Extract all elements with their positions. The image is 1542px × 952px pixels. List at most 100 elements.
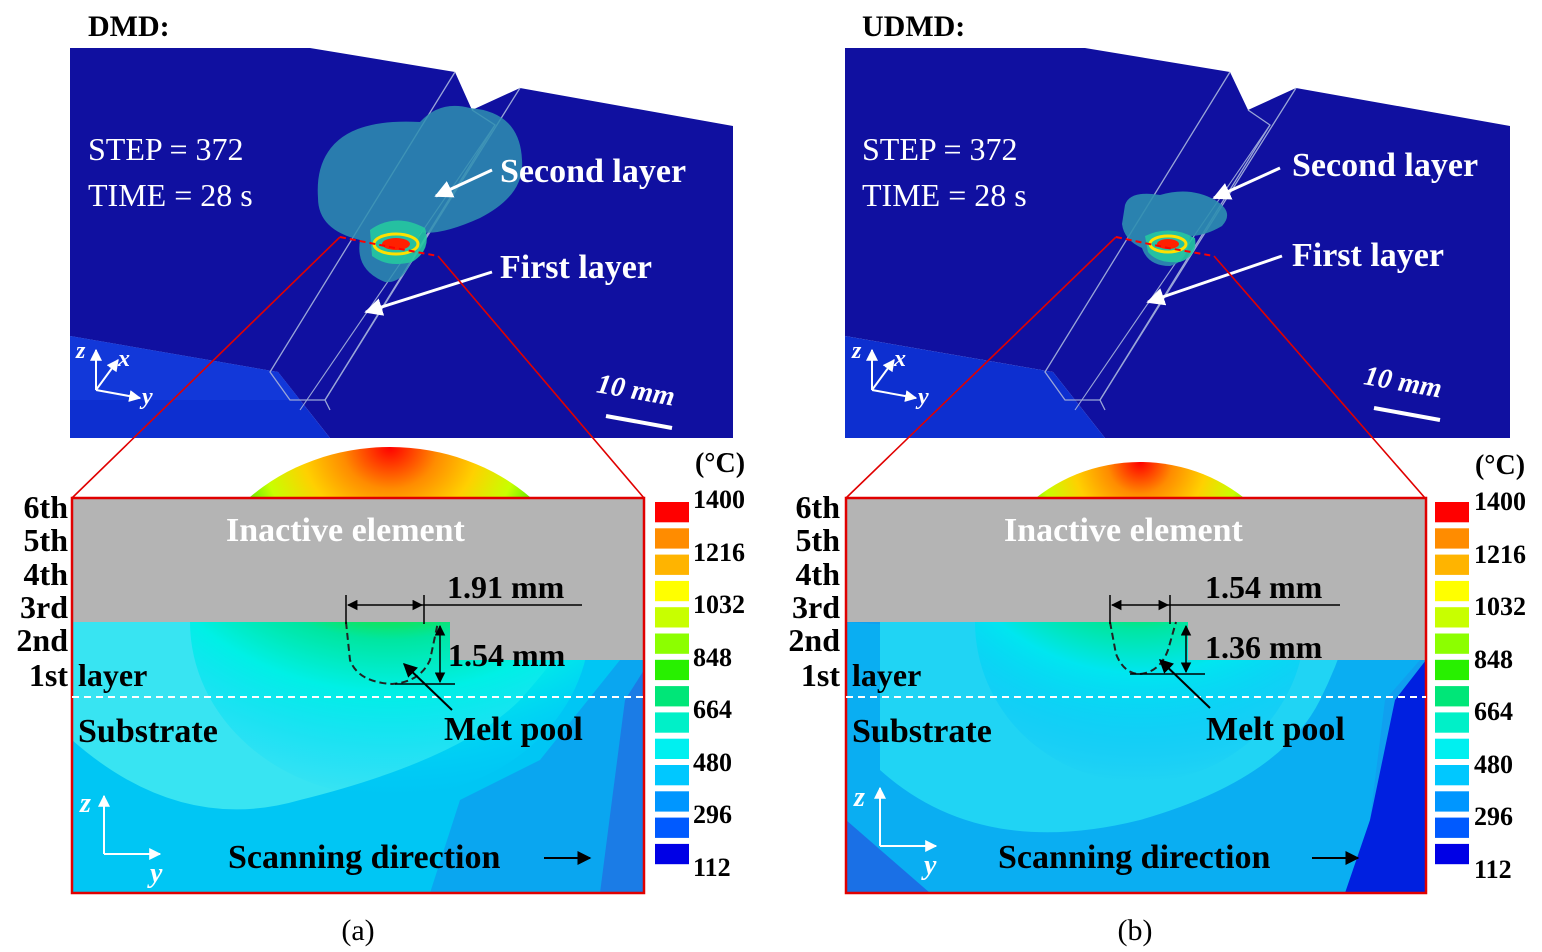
hot-spot bbox=[1157, 239, 1179, 249]
substrate-label: Substrate bbox=[78, 713, 218, 750]
legend-swatch bbox=[1435, 686, 1469, 707]
legend-swatch bbox=[1435, 791, 1469, 812]
cross-section: Inactive element 1.54 mm 1.36 mm Melt po… bbox=[844, 462, 1428, 895]
legend-value: 664 bbox=[1474, 697, 1513, 726]
second-layer-arrow bbox=[1212, 166, 1281, 200]
first-layer-arrow bbox=[1146, 254, 1283, 306]
first-layer-label: First layer bbox=[500, 249, 652, 286]
panel-caption: (a) bbox=[341, 914, 374, 947]
zoom-line-left bbox=[71, 236, 341, 499]
inactive-step-region bbox=[450, 622, 644, 660]
legend-swatch bbox=[1435, 659, 1469, 681]
legend-value: 848 bbox=[693, 643, 732, 672]
legend-swatch bbox=[1435, 633, 1469, 654]
panel-a: DMD: STEP = 372 TIME = 28 s Second layer… bbox=[16, 10, 733, 947]
legend-swatch bbox=[655, 580, 689, 602]
hot-spot bbox=[382, 238, 410, 250]
legend-swatch bbox=[655, 502, 689, 523]
substrate-front-face bbox=[70, 336, 300, 400]
second-layer-label: Second layer bbox=[500, 153, 686, 190]
legend-swatch bbox=[655, 817, 689, 838]
legend-value: 1032 bbox=[693, 590, 745, 619]
legend-value: 112 bbox=[1474, 855, 1512, 884]
legend-swatch bbox=[1435, 738, 1469, 759]
layer-label: 3rd bbox=[20, 589, 68, 625]
legend-swatch bbox=[655, 659, 689, 681]
legend-swatch bbox=[655, 765, 689, 786]
axis-z-label: z bbox=[79, 788, 91, 819]
legend-swatch bbox=[1435, 765, 1469, 786]
temperature-legend: (°C) 1400 1216 1032 848 664 480 296 112 bbox=[655, 448, 745, 882]
layer-label: 4th bbox=[796, 556, 841, 592]
melt-pool-label: Melt pool bbox=[1206, 711, 1345, 748]
section-border bbox=[844, 496, 1428, 895]
axis-z-label: z bbox=[851, 338, 862, 364]
legend-value: 296 bbox=[693, 800, 732, 829]
legend-value: 1400 bbox=[693, 485, 745, 514]
axis-z-label: z bbox=[853, 782, 865, 813]
zoom-line-left bbox=[845, 236, 1117, 499]
axes-3d-icon: z x y bbox=[75, 338, 153, 410]
step-text: STEP = 372 bbox=[862, 131, 1018, 167]
substrate-label: Substrate bbox=[852, 713, 992, 750]
panel-title: DMD: bbox=[88, 10, 170, 43]
legend-swatch bbox=[655, 554, 689, 575]
legend-swatch bbox=[1435, 607, 1469, 628]
layer-label: 6th bbox=[796, 489, 841, 525]
panel-title: UDMD: bbox=[862, 10, 965, 43]
legend-swatch bbox=[655, 528, 689, 549]
legend-unit: (°C) bbox=[1475, 450, 1525, 481]
layer-label: 2nd bbox=[16, 622, 68, 658]
melt-pool-label: Melt pool bbox=[444, 711, 583, 748]
layer-word-label: layer bbox=[78, 657, 147, 693]
legend-value: 1216 bbox=[693, 538, 745, 567]
first-layer-label: First layer bbox=[1292, 237, 1444, 274]
width-dimension: 1.91 mm bbox=[447, 569, 565, 605]
melt-pool-arrow bbox=[402, 663, 453, 711]
temperature-legend: (°C) 1400 1216 1032 848 664 480 296 112 bbox=[1435, 450, 1526, 884]
panel-b: UDMD: STEP = 372 TIME = 28 s Second laye… bbox=[788, 10, 1510, 947]
axis-y-label: y bbox=[921, 850, 937, 881]
legend-swatch bbox=[655, 738, 689, 759]
legend-swatch bbox=[655, 633, 689, 654]
axis-x-label: x bbox=[117, 346, 130, 372]
inactive-element-label: Inactive element bbox=[226, 512, 466, 549]
axes-2d-icon: z y bbox=[853, 782, 938, 881]
layer-labels: 6th 5th 4th 3rd 2nd 1st bbox=[788, 489, 840, 693]
legend-unit: (°C) bbox=[695, 448, 745, 479]
width-dimension: 1.54 mm bbox=[1205, 569, 1323, 605]
substrate-dark-right bbox=[1345, 660, 1426, 893]
layer-word-label: layer bbox=[852, 657, 921, 693]
legend-swatch bbox=[655, 843, 689, 865]
step-text: STEP = 372 bbox=[88, 131, 244, 167]
substrate-side-face bbox=[70, 336, 733, 438]
section-border bbox=[70, 496, 646, 895]
layer-label: 1st bbox=[801, 657, 840, 693]
scanning-direction-label: Scanning direction bbox=[998, 839, 1270, 876]
axis-x-label: x bbox=[893, 346, 906, 372]
legend-value: 1400 bbox=[1474, 487, 1526, 516]
substrate-blue-zone bbox=[430, 660, 644, 893]
zoom-region-dashed bbox=[339, 236, 439, 257]
layer-label: 6th bbox=[24, 489, 69, 525]
depth-dimension: 1.54 mm bbox=[448, 637, 566, 673]
substrate-side-face bbox=[845, 336, 1510, 438]
axis-y-label: y bbox=[139, 384, 153, 410]
inactive-step-region bbox=[1188, 622, 1426, 660]
scanning-direction-label: Scanning direction bbox=[228, 839, 500, 876]
model-3d-view: STEP = 372 TIME = 28 s Second layer Firs… bbox=[70, 48, 733, 438]
substrate-darkblue-left bbox=[846, 820, 930, 893]
legend-value: 480 bbox=[1474, 750, 1513, 779]
axis-y-label: y bbox=[915, 384, 929, 410]
legend-swatch bbox=[1435, 817, 1469, 838]
substrate-dark-zone bbox=[600, 670, 644, 893]
legend-value: 664 bbox=[693, 695, 732, 724]
first-layer-arrow bbox=[364, 270, 493, 316]
track-inner-line-2 bbox=[1074, 124, 1271, 411]
depth-dimension: 1.36 mm bbox=[1205, 629, 1323, 665]
layer-label: 5th bbox=[796, 522, 841, 558]
axes-2d-icon: z y bbox=[79, 788, 163, 889]
melt-pool-boundary bbox=[345, 621, 439, 686]
melt-pool-arrow bbox=[1158, 659, 1211, 709]
